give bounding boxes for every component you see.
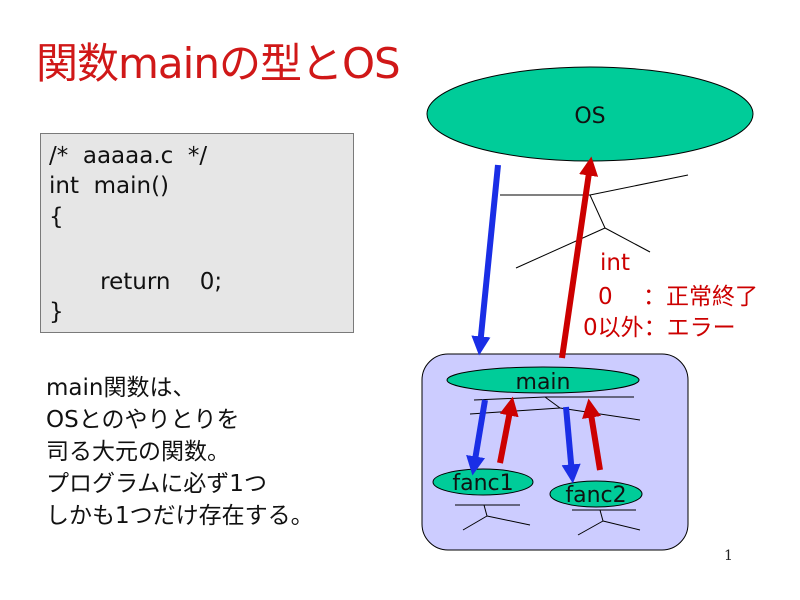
- code-line: /* aaaaa.c */: [49, 143, 208, 169]
- return-zero-label: 0 ：正常終了: [598, 284, 758, 310]
- fanc2-ellipse: [549, 480, 643, 508]
- description-line: main関数は、: [46, 375, 196, 401]
- os-label: OS: [574, 104, 605, 129]
- main-ellipse: [446, 366, 640, 394]
- return-arrow-main-os: [559, 156, 599, 359]
- page-title: 関数mainの型とOS: [36, 39, 401, 88]
- return-arrow-fanc2-main: [582, 398, 603, 471]
- return-type-label: int: [600, 250, 630, 276]
- description-line: プログラムに必ず1つ: [46, 471, 267, 497]
- os-tree-lines: [500, 174, 689, 269]
- fanc2-label: fanc2: [565, 483, 626, 508]
- code-line: int main(): [49, 173, 170, 199]
- code-box: /* aaaaa.c */ int main() { return 0; }: [40, 133, 354, 333]
- call-arrow-main-fanc2: [561, 406, 581, 484]
- fanc1-label: fanc1: [452, 471, 513, 496]
- description: main関数は、 OSとのやりとりを 司る大元の関数。 プログラムに必ず1つ し…: [46, 372, 314, 532]
- call-arrow-os-main: [471, 164, 501, 356]
- description-line: しかも1つだけ存在する。: [46, 503, 314, 529]
- code-line: }: [49, 299, 64, 325]
- page-number: 1: [724, 548, 733, 564]
- call-arrow-main-fanc1: [466, 399, 488, 476]
- code-line: return 0;: [49, 269, 223, 295]
- description-line: OSとのやりとりを: [46, 407, 240, 433]
- return-arrow-fanc1-main: [497, 396, 519, 464]
- main-label: main: [516, 370, 571, 395]
- description-line: 司る大元の関数。: [46, 439, 230, 465]
- code-line: {: [49, 204, 64, 230]
- return-other-label: 0以外：エラー: [583, 315, 736, 341]
